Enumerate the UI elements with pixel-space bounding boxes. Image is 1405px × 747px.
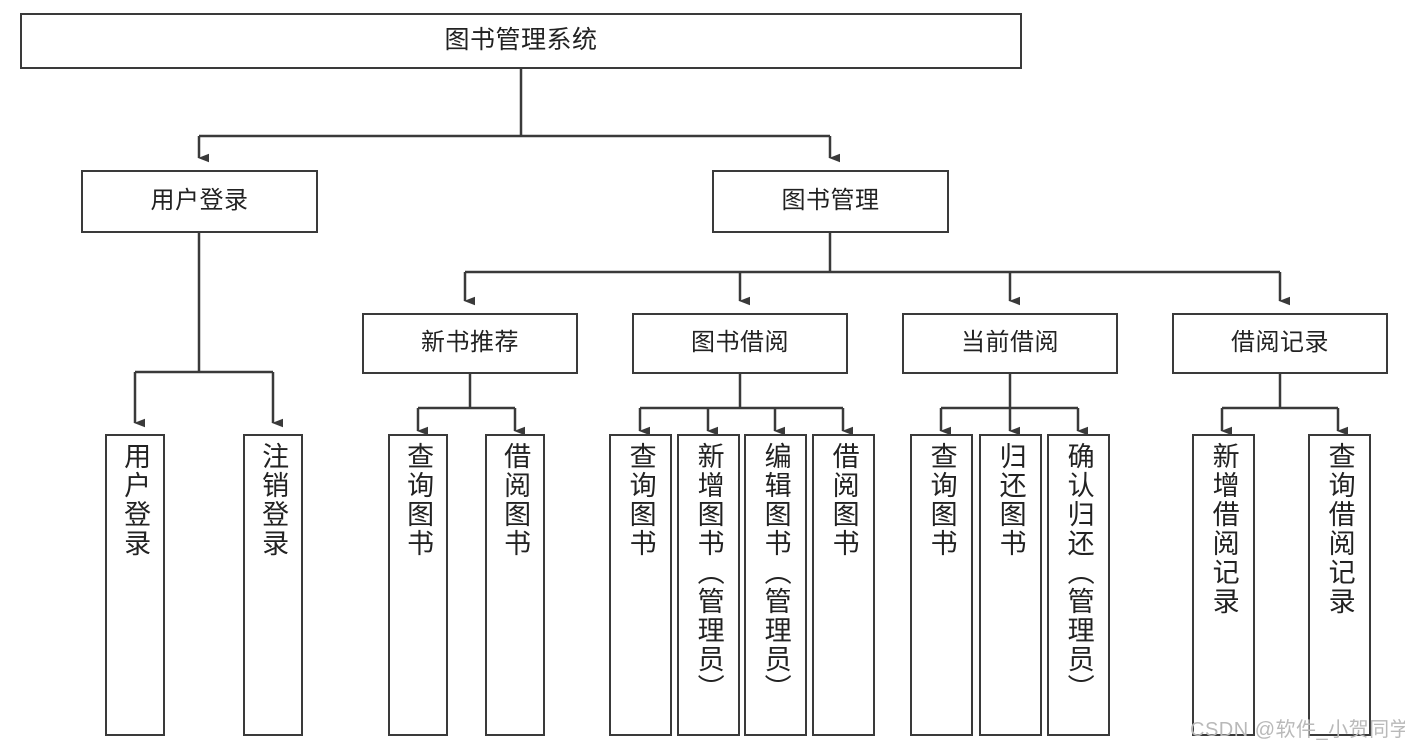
node-leaf-edit-book-admin[interactable]: 编辑图书（管理员） bbox=[744, 434, 807, 736]
node-label: 借阅图书 bbox=[500, 442, 531, 558]
watermark-text: CSDN @软件_小贺同学 bbox=[1190, 719, 1405, 741]
node-label: 新书推荐 bbox=[421, 329, 519, 357]
node-leaf-confirm-return-admin[interactable]: 确认归还（管理员） bbox=[1047, 434, 1110, 736]
node-leaf-query-book-recommend[interactable]: 查询图书 bbox=[388, 434, 448, 736]
node-label: 新增图书（管理员） bbox=[693, 442, 724, 703]
node-leaf-return-book[interactable]: 归还图书 bbox=[979, 434, 1042, 736]
node-new-book-recommend[interactable]: 新书推荐 bbox=[362, 313, 578, 374]
node-leaf-user-login[interactable]: 用户登录 bbox=[105, 434, 165, 736]
node-label: 新增借阅记录 bbox=[1208, 442, 1239, 616]
node-label: 确认归还（管理员） bbox=[1063, 442, 1094, 703]
node-book-management[interactable]: 图书管理 bbox=[712, 170, 949, 233]
node-label: 图书管理 bbox=[781, 187, 880, 215]
node-root-book-management-system[interactable]: 图书管理系统 bbox=[20, 13, 1022, 69]
node-leaf-query-borrow-record[interactable]: 查询借阅记录 bbox=[1308, 434, 1371, 736]
node-current-borrow[interactable]: 当前借阅 bbox=[902, 313, 1118, 374]
node-label: 图书借阅 bbox=[691, 329, 789, 357]
node-leaf-query-book-borrow[interactable]: 查询图书 bbox=[609, 434, 672, 736]
node-label: 用户登录 bbox=[120, 442, 151, 558]
node-book-borrow[interactable]: 图书借阅 bbox=[632, 313, 848, 374]
node-label: 用户登录 bbox=[150, 187, 249, 215]
node-user-login[interactable]: 用户登录 bbox=[81, 170, 318, 233]
node-label: 借阅记录 bbox=[1231, 329, 1329, 357]
node-label: 编辑图书（管理员） bbox=[760, 442, 791, 703]
node-leaf-add-borrow-record[interactable]: 新增借阅记录 bbox=[1192, 434, 1255, 736]
node-label: 查询图书 bbox=[625, 442, 656, 558]
node-borrow-record[interactable]: 借阅记录 bbox=[1172, 313, 1388, 374]
node-leaf-query-book-current[interactable]: 查询图书 bbox=[910, 434, 973, 736]
node-label: 当前借阅 bbox=[961, 329, 1059, 357]
node-leaf-borrow-book[interactable]: 借阅图书 bbox=[812, 434, 875, 736]
node-label: 查询借阅记录 bbox=[1324, 442, 1355, 616]
node-label: 查询图书 bbox=[403, 442, 434, 558]
node-label: 图书管理系统 bbox=[444, 26, 598, 55]
node-leaf-borrow-book-recommend[interactable]: 借阅图书 bbox=[485, 434, 545, 736]
node-leaf-add-book-admin[interactable]: 新增图书（管理员） bbox=[677, 434, 740, 736]
node-label: 归还图书 bbox=[995, 442, 1026, 558]
node-label: 借阅图书 bbox=[828, 442, 859, 558]
node-leaf-logout[interactable]: 注销登录 bbox=[243, 434, 303, 736]
node-label: 注销登录 bbox=[258, 442, 289, 558]
node-label: 查询图书 bbox=[926, 442, 957, 558]
